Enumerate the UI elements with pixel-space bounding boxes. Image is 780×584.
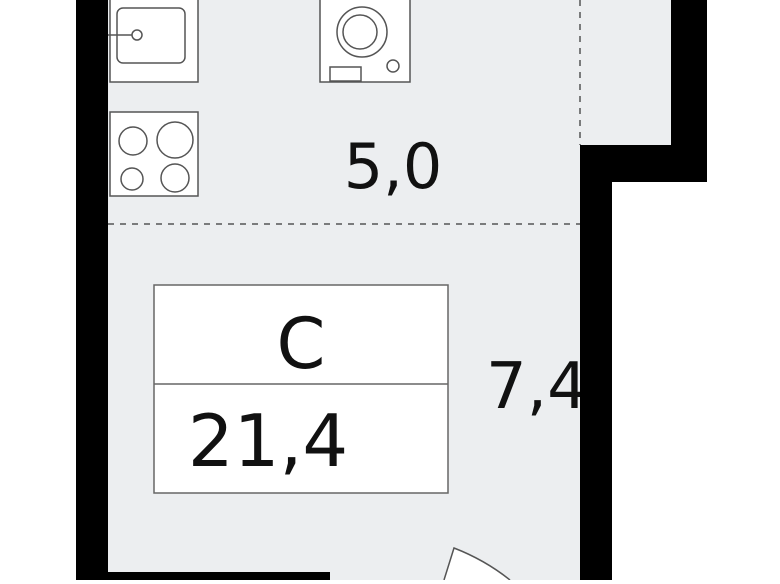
living-area-label: 7,4 [486,350,588,424]
total-area-label: 21,4 [188,399,348,483]
right-wall-overlay [580,340,612,440]
room-label-box [153,284,449,494]
door-icon [443,547,511,581]
niche-floor [580,0,671,145]
stove-icon [109,111,199,197]
kitchen-area-label: 5,0 [344,130,443,203]
left-wall [76,0,108,580]
sink-icon [108,0,199,83]
bottom-wall-left [108,572,330,580]
washing-machine-icon [319,0,411,83]
room-code-label: С [277,303,326,385]
